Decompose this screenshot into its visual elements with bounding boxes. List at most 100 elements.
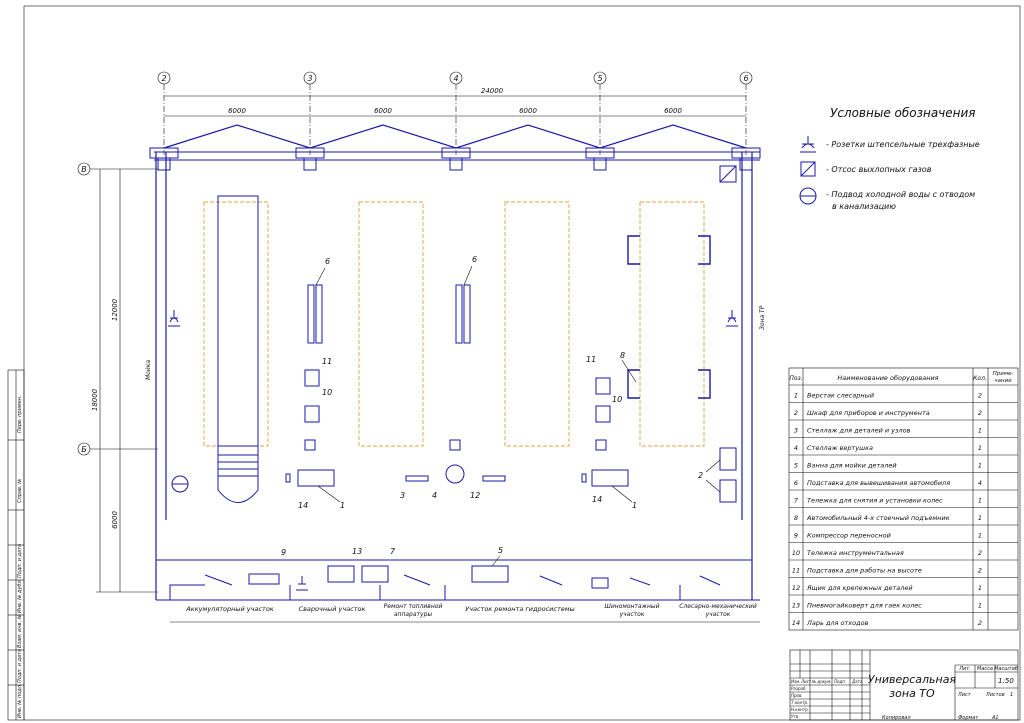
horizontal-dimensions: 24000 6000 6000 6000 6000 — [164, 87, 746, 117]
svg-text:Пров.: Пров. — [791, 693, 803, 698]
drawing-title-1: Универсальная — [868, 673, 957, 686]
axis-bubble-6: 6 — [739, 71, 753, 155]
spec-pos-cell: 9 — [794, 531, 798, 539]
svg-text:Масса: Масса — [977, 666, 993, 672]
water-supply-icon — [171, 475, 189, 493]
legend-item-water-2: в канализацию — [832, 202, 896, 211]
svg-text:Изм.: Изм. — [791, 679, 800, 684]
svg-text:Лит.: Лит. — [958, 666, 971, 672]
four-post-lift — [627, 235, 711, 399]
dim-total: 24000 — [481, 87, 504, 95]
svg-text:6: 6 — [743, 74, 748, 83]
column-axes: 2 3 4 5 6 — [157, 71, 753, 155]
spec-name-cell: Пневмогайковерт для гаек колес — [807, 601, 922, 609]
drawing-title-2: зона ТО — [889, 687, 935, 700]
axis-bubble-5: 5 — [593, 71, 607, 155]
svg-text:Подп.: Подп. — [834, 679, 846, 684]
spec-qty-cell: 4 — [978, 479, 982, 487]
socket-icon — [800, 136, 816, 153]
scale-value: 1:50 — [998, 677, 1014, 685]
sheet-frame — [7, 5, 1021, 721]
stamp-first-use: Перв. примен. — [17, 395, 23, 433]
spec-pos-cell: 13 — [792, 601, 800, 609]
exhaust-icon — [800, 161, 816, 177]
stamp-dup-inv: Инв. № дубл. — [17, 579, 23, 613]
zone-hydraulic: Участок ремонта гидросистемы — [465, 605, 575, 613]
legend: Условные обозначения - Розетки штепсельн… — [799, 106, 980, 211]
spec-pos-cell: 10 — [792, 549, 800, 557]
legend-title: Условные обозначения — [830, 106, 976, 120]
spec-pos-cell: 7 — [794, 496, 799, 504]
spec-name-cell: Шкаф для приборов и инструмента — [807, 409, 930, 417]
spec-qty-cell: 1 — [978, 461, 982, 469]
dim-span-1: 6000 — [228, 107, 246, 115]
svg-text:4: 4 — [453, 74, 458, 83]
equipment-items — [248, 369, 737, 585]
socket-icon — [168, 310, 180, 327]
svg-text:2: 2 — [698, 471, 703, 480]
roof-truss — [163, 124, 747, 149]
spec-pos-cell: 8 — [794, 514, 798, 522]
svg-text:12: 12 — [470, 491, 480, 500]
spec-qty-cell: 1 — [978, 601, 982, 609]
spec-name-cell: Подставка для вывешивания автомобиля — [807, 479, 950, 487]
spec-name-cell: Подставка для работы на высоте — [807, 566, 922, 574]
copied-label: Копировал — [882, 715, 911, 721]
stamp-replace-inv: Взам. инв. № — [17, 614, 23, 648]
svg-text:Утв.: Утв. — [791, 714, 799, 719]
socket-icon — [296, 576, 308, 591]
spec-header-note: Приме-чание — [993, 371, 1014, 384]
svg-text:Масштаб: Масштаб — [994, 666, 1018, 672]
svg-text:1: 1 — [340, 501, 345, 510]
svg-text:11: 11 — [322, 357, 332, 366]
spec-pos-cell: 4 — [794, 444, 798, 452]
svg-text:Дата: Дата — [851, 679, 863, 684]
spec-header-qty: Кол. — [973, 375, 987, 382]
stamp-orig-inv: Инв. № подл. — [17, 684, 23, 719]
row-axes: В Б — [77, 162, 158, 456]
column-pedestals — [149, 147, 761, 171]
svg-text:7: 7 — [390, 547, 396, 556]
svg-text:3: 3 — [400, 491, 405, 500]
dim-upper: 12000 — [111, 298, 119, 321]
spec-name-cell: Автомобильный 4-х стоечный подъемник — [806, 514, 950, 522]
spec-pos-cell: 3 — [794, 426, 798, 434]
svg-text:8: 8 — [620, 351, 625, 360]
spec-qty-cell: 1 — [978, 531, 982, 539]
svg-text:Листов: Листов — [985, 692, 1005, 698]
stamp-ref-no: Справ. № — [17, 479, 23, 503]
dim-span-2: 6000 — [374, 107, 392, 115]
spec-pos-cell: 6 — [794, 479, 798, 487]
spec-name-cell: Стеллаж вертушка — [807, 444, 873, 452]
building-walls — [154, 151, 760, 623]
svg-text:В: В — [81, 165, 87, 174]
title-block: Изм. Лист № докум. Подп. Дата Разраб. Пр… — [789, 649, 1019, 721]
vehicle-supports — [307, 284, 471, 344]
axis-bubble-b: Б — [77, 442, 158, 456]
svg-text:14: 14 — [298, 501, 308, 510]
zone-labels: Аккумуляторный участок Сварочный участок… — [185, 603, 757, 618]
svg-text:9: 9 — [281, 548, 286, 557]
spec-name-cell: Верстак слесарный — [807, 391, 874, 399]
spec-qty-cell: 2 — [978, 409, 982, 417]
wall-fixtures — [168, 165, 738, 591]
table-row: 8 Автомобильный 4-х стоечный подъемник 1 — [794, 514, 982, 522]
format-label: Формат — [958, 715, 979, 721]
axis-bubble-3: 3 — [303, 71, 317, 155]
axis-bubble-2: 2 — [157, 71, 171, 155]
stamp-sign-date-1: Подп. и дата — [17, 544, 23, 578]
spec-qty-cell: 2 — [978, 619, 982, 627]
spec-qty-cell: 1 — [978, 426, 982, 434]
spec-qty-cell: 1 — [978, 514, 982, 522]
spec-qty-cell: 2 — [978, 566, 982, 574]
svg-text:1: 1 — [632, 501, 637, 510]
socket-icon — [726, 310, 738, 327]
spec-qty-cell: 2 — [978, 391, 982, 399]
spec-name-cell: Тележка инструментальная — [807, 549, 904, 557]
